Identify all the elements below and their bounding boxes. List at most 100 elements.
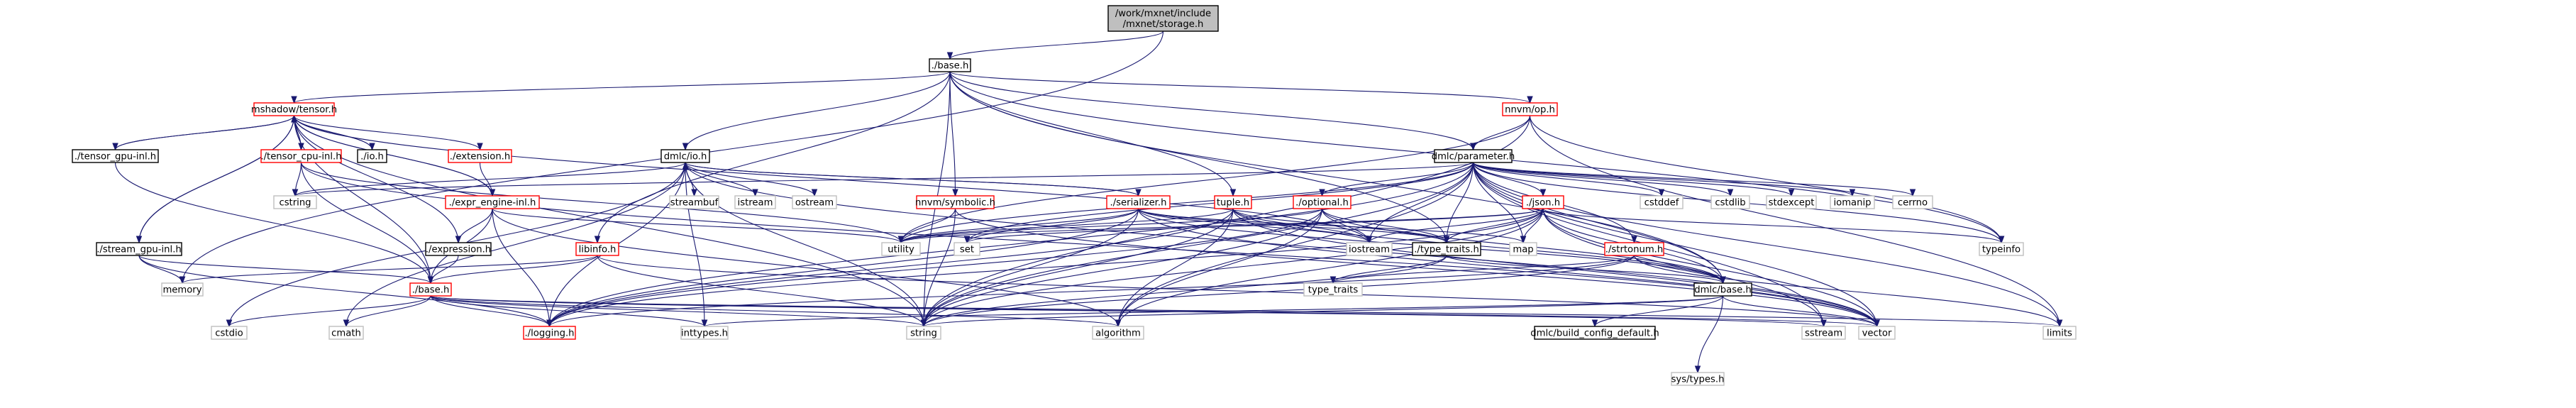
node-nnvm-symbolic[interactable]: nnvm/symbolic.h — [915, 195, 995, 209]
node-box — [1979, 242, 2024, 256]
node-label: set — [960, 245, 974, 255]
node-libinfo-h[interactable]: libinfo.h — [575, 242, 619, 256]
node-box — [357, 149, 387, 163]
arrowhead — [1909, 189, 1916, 197]
node-dmlc-io[interactable]: dmlc/io.h — [660, 149, 710, 163]
node-cstdlib: cstdlib — [1710, 195, 1750, 209]
node-dmlc-base[interactable]: dmlc/base.h — [1693, 282, 1752, 297]
edge-optional_h-to-utility — [900, 208, 1323, 243]
arrowhead — [1330, 276, 1337, 285]
edge-dmlc_io-to-vector — [685, 162, 1878, 327]
edge-optional_h-to-algorithm — [1117, 208, 1323, 327]
edge-base-to-nnvm_op — [949, 71, 1531, 104]
node-label: ./type_traits.h — [1414, 245, 1479, 255]
edge-expr_engine_inl-to-expression_h — [458, 208, 493, 243]
edge-tuple_h-to-iostream — [1232, 208, 1370, 243]
node-box — [1107, 5, 1219, 32]
edge-mshadow_tensor-to-extension_h — [293, 115, 481, 150]
node-base[interactable]: ./base.h — [929, 58, 971, 72]
node-box — [1293, 195, 1351, 209]
node-label: iomanip — [1833, 198, 1871, 209]
arrowhead — [946, 52, 953, 60]
arrowhead — [427, 276, 434, 285]
edge-tuple_h-to-algorithm — [1117, 208, 1234, 327]
node-box — [1412, 242, 1481, 256]
node-box — [1710, 195, 1750, 209]
node-box — [881, 242, 921, 256]
node-dmlc-parameter[interactable]: dmlc/parameter.h — [1432, 149, 1515, 163]
arrowhead — [1115, 319, 1122, 328]
edge-strtonum_h-to-limits — [1633, 255, 2060, 327]
node-optional-h[interactable]: ./optional.h — [1293, 195, 1351, 209]
node-logging-h[interactable]: ./logging.h — [523, 326, 576, 340]
node-cstddef: cstddef — [1640, 195, 1684, 209]
node-io-h[interactable]: ./io.h — [357, 149, 387, 163]
arrowhead — [691, 189, 697, 197]
arrowhead — [455, 236, 462, 244]
node-label: ostream — [795, 198, 834, 209]
node-nnvm-op[interactable]: nnvm/op.h — [1502, 102, 1558, 116]
edge-nnvm_op-to-dmlc_parameter — [1472, 115, 1531, 150]
arrowhead — [291, 96, 297, 104]
edge-base-to-libinfo_h — [597, 71, 951, 243]
node-memory: memory — [161, 282, 204, 297]
edge-base-to-nnvm_symbolic — [949, 71, 956, 197]
node-tensor-gpu-inl-a[interactable]: ./tensor_gpu-inl.h — [72, 149, 159, 163]
node-mshadow-tensor[interactable]: mshadow/tensor.h — [251, 102, 337, 116]
arrowhead — [952, 189, 958, 197]
node-extension-h[interactable]: ./extension.h — [448, 149, 512, 163]
edge-serializer_h-to-vector — [1137, 208, 1878, 327]
arrowhead — [897, 236, 905, 244]
node-base-inner[interactable]: ./base.h — [409, 282, 452, 297]
edge-base_inner-to-logging_h — [430, 295, 551, 327]
node-expression-h[interactable]: ./expression.h — [425, 242, 492, 256]
node-label: cerrno — [1898, 198, 1928, 209]
edge-tensor_cpu_inl-to-utility — [300, 162, 902, 243]
arrowhead — [1874, 319, 1880, 328]
edge-json_h-to-logging_h — [548, 208, 1544, 327]
edge-dmlc_parameter-to-utility — [900, 162, 1474, 243]
arrowhead — [1539, 189, 1547, 197]
node-algorithm: algorithm — [1092, 326, 1144, 340]
edge-dmlc_parameter-to-algorithm — [1117, 162, 1474, 327]
node-box — [1801, 326, 1846, 340]
node-label: libinfo.h — [579, 245, 617, 255]
node-box — [734, 195, 776, 209]
arrowhead — [343, 319, 350, 328]
node-iomanip: iomanip — [1830, 195, 1875, 209]
edge-base-to-mshadow_tensor — [293, 71, 951, 104]
node-build-config[interactable]: dmlc/build_config_default.h — [1530, 326, 1659, 340]
edge-expr_engine_inl-to-algorithm — [492, 208, 1119, 327]
node-label: ./base.h — [932, 61, 969, 72]
edge-base_inner-to-cmath — [346, 295, 431, 327]
node-label: streambuf — [670, 198, 719, 209]
node-stream-gpu-inl[interactable]: ./stream_gpu-inl.h — [96, 242, 182, 256]
node-label: tuple.h — [1217, 198, 1249, 209]
node-label: sstream — [1805, 329, 1842, 339]
edge-dmlc_parameter-to-cstring — [294, 162, 1474, 197]
node-box — [448, 149, 512, 163]
node-json-h[interactable]: ./json.h — [1522, 195, 1564, 209]
arrowhead — [920, 319, 927, 328]
node-type-traits-h[interactable]: ./type_traits.h — [1412, 242, 1481, 256]
node-tuple-h[interactable]: tuple.h — [1214, 195, 1252, 209]
arrowhead — [1443, 236, 1450, 244]
node-box — [328, 326, 364, 340]
edge-mshadow_tensor-to-expression_h — [293, 115, 459, 243]
node-label: dmlc/base.h — [1694, 285, 1752, 296]
node-box — [1858, 326, 1896, 340]
arrowhead — [682, 143, 689, 151]
edge-json_h-to-utility — [900, 208, 1544, 243]
node-serializer-h[interactable]: ./serializer.h — [1106, 195, 1171, 209]
node-tensor-cpu-inl[interactable]: ./tensor_cpu-inl.h — [260, 149, 342, 163]
arrowhead — [963, 236, 971, 244]
node-label: inttypes.h — [681, 329, 728, 339]
node-label: algorithm — [1095, 329, 1141, 339]
node-label: limits — [2047, 329, 2072, 339]
node-expr-engine-inl[interactable]: ./expr_engine-inl.h — [445, 195, 540, 209]
node-box — [660, 149, 710, 163]
arrowhead — [682, 161, 689, 170]
node-box — [916, 195, 995, 209]
node-strtonum-h[interactable]: ./strtonum.h — [1604, 242, 1664, 256]
node-box — [161, 282, 204, 297]
